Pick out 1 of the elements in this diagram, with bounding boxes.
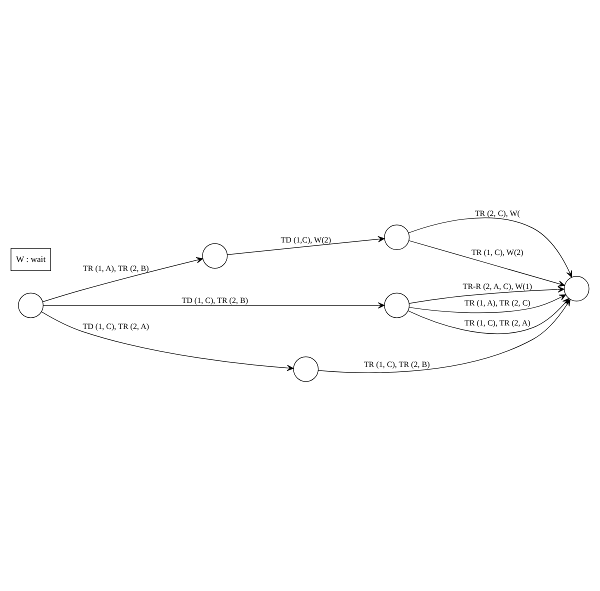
label: W : wait [16, 254, 46, 264]
